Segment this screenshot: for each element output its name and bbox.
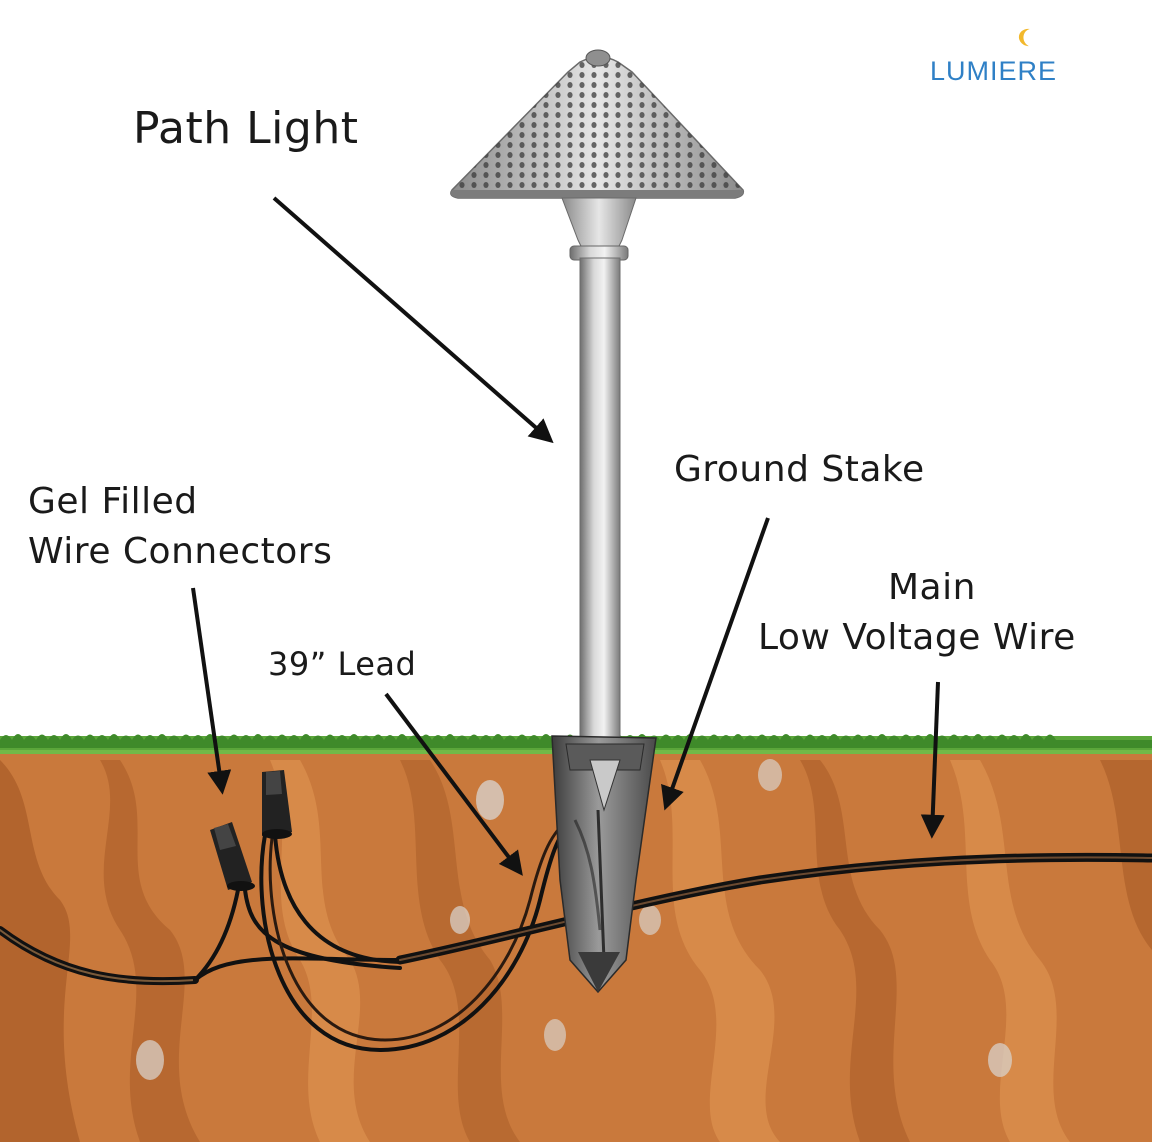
connector-arrow xyxy=(191,587,232,795)
path-light-arrow xyxy=(272,196,554,444)
callout-arrows xyxy=(191,196,945,876)
path-light-label: Path Light xyxy=(133,103,359,154)
crescent-moon-icon xyxy=(1018,28,1030,47)
gel-connectors-label-line1: Gel Filled xyxy=(28,481,198,522)
path-light-fixture xyxy=(450,49,745,739)
lead-arrow xyxy=(384,692,523,876)
wire-connectors xyxy=(210,770,292,891)
ground-stake-arrow xyxy=(661,517,770,811)
main-wire-label-line1: Main xyxy=(888,567,976,608)
ground-stake xyxy=(551,735,657,994)
logo-wordmark: LUMIERE xyxy=(930,56,1058,86)
main-wire-label-line2: Low Voltage Wire xyxy=(758,617,1076,658)
ground-stake-label: Ground Stake xyxy=(674,449,925,490)
wiring xyxy=(0,816,1152,1053)
connector-right xyxy=(262,770,292,839)
lead-label: 39” Lead xyxy=(268,645,417,683)
lumiere-logo: LUMIERE xyxy=(930,28,1080,90)
lead-wire-overlay xyxy=(573,819,602,931)
main-wire-arrow xyxy=(920,681,945,839)
connector-left xyxy=(210,822,255,891)
gel-connectors-label-line2: Wire Connectors xyxy=(28,531,333,572)
